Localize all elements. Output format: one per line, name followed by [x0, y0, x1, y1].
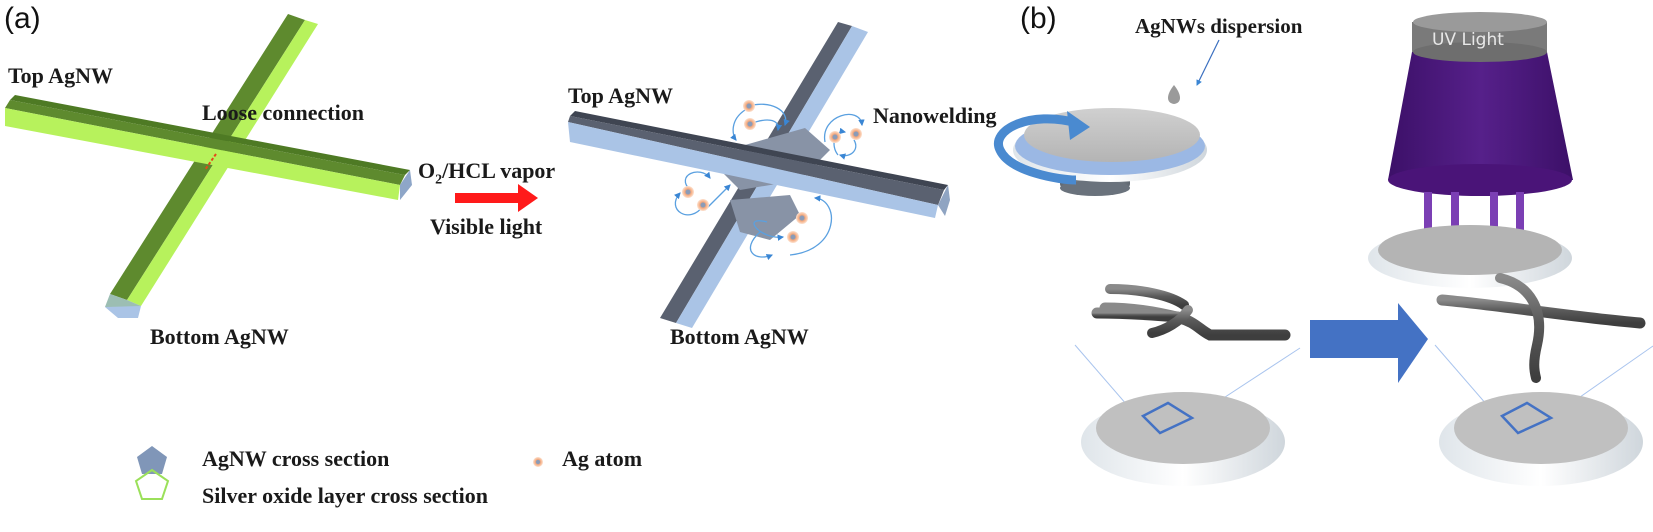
zoom-region-box	[1499, 401, 1554, 435]
top-agnw-label-before: Top AgNW	[8, 63, 113, 88]
legend-agnw-cross-section: AgNW cross section	[202, 446, 390, 471]
top-agnw-green	[5, 95, 412, 200]
oxide-cross-section-icon	[134, 468, 170, 500]
ag-atom-legend-icon	[533, 457, 543, 467]
ag-atom	[744, 118, 756, 130]
agnw-cross-section-icon	[137, 446, 167, 474]
rotation-arrow-icon	[994, 114, 1079, 185]
ag-atom-dots	[682, 100, 862, 243]
ag-atom	[682, 186, 694, 198]
agnws-dispersion-label: AgNWs dispersion	[1135, 14, 1303, 38]
ag-atom	[743, 100, 755, 112]
ag-atom	[787, 231, 799, 243]
loose-connection-label: Loose connection	[202, 100, 364, 125]
process-arrow	[455, 184, 538, 212]
ag-atom	[829, 131, 841, 143]
panel-b-label: (b)	[1020, 2, 1057, 35]
uv-lamp	[1388, 12, 1573, 196]
welded-wire-pair	[568, 22, 950, 328]
weld-joint-lower	[730, 195, 800, 240]
ag-atom	[796, 212, 808, 224]
process-condition-label: O2/HCL vapor	[418, 158, 556, 188]
green-wire-pair	[5, 14, 412, 318]
top-agnw-blue	[568, 111, 950, 218]
welded-nanowires	[1436, 273, 1646, 383]
ag-atom	[850, 128, 862, 140]
uv-light-label: UV Light	[1432, 30, 1504, 50]
legend-oxide-cross-section: Silver oxide layer cross section	[202, 483, 488, 508]
dispersion-pointer	[1196, 39, 1220, 86]
nanowelding-label: Nanowelding	[873, 103, 997, 128]
panel-a-label: (a)	[4, 2, 41, 35]
dispersion-droplet-icon	[1168, 85, 1180, 104]
substrate-after	[1439, 392, 1643, 486]
visible-light-label: Visible light	[430, 214, 543, 239]
ag-atom	[697, 199, 709, 211]
unwelded-nanowires	[1091, 284, 1291, 341]
transform-arrow	[1310, 303, 1428, 383]
top-agnw-label-after: Top AgNW	[568, 83, 673, 108]
zoom-region-box	[1140, 401, 1195, 435]
substrate-before	[1081, 392, 1285, 486]
uv-substrate	[1368, 225, 1572, 288]
legend-ag-atom: Ag atom	[562, 446, 643, 471]
bottom-agnw-label-after: Bottom AgNW	[670, 324, 809, 349]
rotation-arrow-head	[1067, 111, 1090, 140]
bottom-agnw-label-before: Bottom AgNW	[150, 324, 289, 349]
loose-connection-mark	[204, 153, 217, 171]
